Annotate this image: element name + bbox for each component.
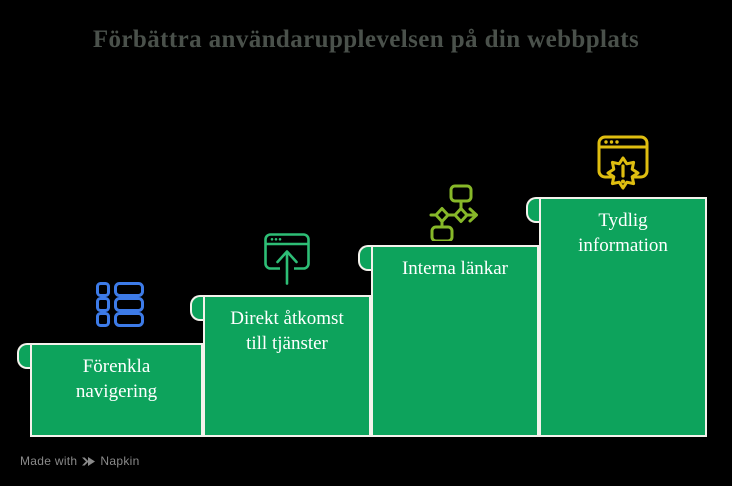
step-direkt-atkomst: Direkt åtkomst till tjänster [190,295,371,437]
diagram-title: Förbättra användarupplevelsen på din web… [92,26,640,53]
step-forenkla-navigering: Förenkla navigering [17,343,203,437]
step-label: Direkt åtkomst till tjänster [230,308,344,355]
napkin-logo-icon [82,456,96,466]
step-label: Tydlig information [578,210,668,257]
watermark-brand: Napkin [100,454,140,468]
step-interna-lankar: Interna länkar [358,245,539,437]
list-rows-icon [96,282,144,327]
browser-alert-icon [597,135,649,190]
watermark: Made with Napkin [20,454,140,468]
browser-upload-icon [264,233,310,285]
watermark-prefix: Made with [20,454,78,468]
step-label: Interna länkar [401,258,509,279]
step-tydlig-information: Tydlig information [526,197,707,437]
step-label: Förenkla navigering [75,356,158,403]
flowchart-arrow-icon [429,184,478,241]
